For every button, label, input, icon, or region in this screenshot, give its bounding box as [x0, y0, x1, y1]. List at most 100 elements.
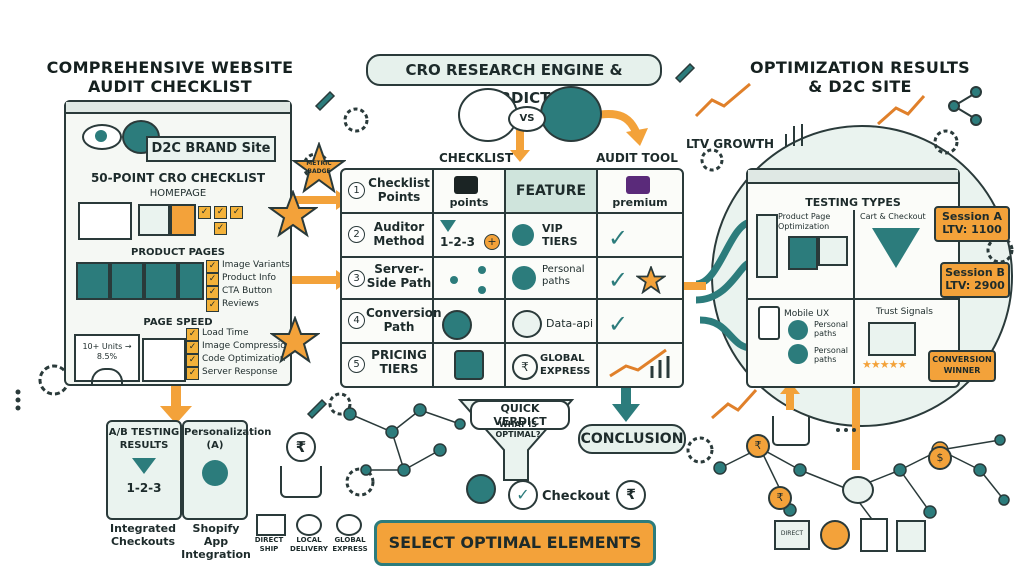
col-checklist-header: CHECKLIST: [438, 151, 514, 165]
gear-icon: [345, 467, 375, 497]
gear-icon: [933, 129, 959, 155]
list-icon: [756, 214, 778, 278]
premium-label: premium: [612, 196, 668, 209]
product-pages-label: PRODUCT PAGES: [131, 247, 225, 258]
row-number: 3: [348, 270, 365, 287]
integrated-checkouts-label: Integrated Checkouts: [110, 522, 176, 548]
points-logo: [454, 176, 478, 194]
checkbox-icon: ✓: [186, 341, 199, 354]
star-icon: [636, 266, 666, 294]
checkbox-icon: ✓: [230, 206, 243, 219]
speedometer-icon: [91, 368, 123, 384]
review-card: [868, 322, 916, 356]
vs-badge: VS: [508, 106, 546, 132]
bike-icon: [296, 514, 322, 536]
right-title: OPTIMIZATION RESULTS & D2C SITE: [740, 58, 980, 96]
select-optimal-button[interactable]: SELECT OPTIMAL ELEMENTS: [374, 520, 656, 566]
feature-cell: Personal paths: [542, 264, 585, 287]
window-titlebar: [66, 102, 290, 114]
trust-signals-label: Trust Signals: [876, 307, 933, 317]
row-label: Server-Side Path: [366, 262, 432, 290]
checkbox-icon: ✓: [186, 367, 199, 380]
product-item: CTA Button: [222, 286, 273, 296]
cro-engine-title: CRO RESEARCH ENGINE & VERDICT: [366, 54, 662, 107]
plane-icon: [336, 514, 362, 536]
ship-label: LOCAL DELIVERY: [290, 536, 328, 553]
personalization-label: Personalization (A): [184, 427, 272, 451]
conclusion-pill: CONCLUSION: [578, 424, 686, 454]
speed-stat-card: 10+ Units → 8.5%: [74, 334, 140, 384]
rocket-icon: [674, 62, 696, 84]
ab-sequence: 1-2-3: [126, 481, 162, 495]
cart-icon: [280, 466, 322, 498]
personal-paths-label: Personal paths: [814, 320, 849, 338]
window-titlebar: [748, 170, 958, 184]
bar-chart-icon: [142, 338, 186, 382]
clipboard-icon: [860, 518, 888, 552]
audit-checklist-window: D2C BRAND Site 50-POINT CRO CHECKLIST HO…: [64, 100, 292, 386]
rupee-icon: ₹: [512, 354, 538, 380]
gear-icon: [343, 107, 369, 133]
checkout-label: Checkout: [542, 489, 611, 504]
homepage-mockup: [170, 204, 196, 236]
left-title-line1: COMPREHENSIVE WEBSITE: [46, 58, 294, 77]
rupee-icon: ₹: [616, 480, 646, 510]
growth-chart-icon: [694, 82, 926, 420]
quick-verdict-label: QUICK VERDICT: [470, 400, 570, 430]
ab-testing-label: A/B TESTING RESULTS: [108, 427, 180, 451]
checkmark-circle-icon: ✓: [508, 480, 538, 510]
globe-icon: [442, 310, 472, 340]
rocket-icon: [314, 90, 336, 112]
speed-item: Server Response: [202, 367, 278, 377]
product-thumb: [110, 262, 144, 300]
funnel-icon: [872, 228, 920, 268]
conversion-winner-badge: CONVERSION WINNER: [928, 350, 996, 382]
rupee-icon: ₹: [286, 432, 316, 462]
homepage-mockup: [138, 204, 170, 236]
sequence-label: 1-2-3: [440, 235, 476, 249]
personalization-card: Personalization (A): [182, 420, 272, 520]
personal-paths-label: Personal paths: [814, 346, 849, 364]
session-b-badge: Session B LTV: 2900: [940, 262, 1010, 298]
speed-item: Code Optimization: [202, 354, 286, 364]
left-title-line2: AUDIT CHECKLIST: [88, 77, 252, 96]
testing-types-label: TESTING TYPES: [805, 196, 901, 209]
growth-chart-icon: [609, 348, 670, 378]
row-label: Checklist Points: [368, 176, 430, 204]
speed-item: Load Time: [202, 328, 249, 338]
add-icon: +: [484, 234, 500, 250]
feature-cell: VIP TIERS: [542, 222, 578, 248]
star-icon: [268, 190, 318, 238]
mobile-icon: [758, 306, 780, 340]
truck-icon: [256, 514, 286, 536]
product-item: Image Variants: [222, 260, 290, 270]
homepage-mockup: [78, 202, 132, 240]
product-image: [788, 236, 818, 270]
speed-item: Image Compression: [202, 341, 292, 351]
brand-site-label: D2C BRAND Site: [146, 136, 276, 162]
share-icon: [948, 86, 982, 126]
eye-icon: [82, 124, 122, 150]
checkbox-icon: ✓: [206, 260, 219, 273]
users-icon: [788, 320, 808, 340]
product-thumb: [144, 262, 178, 300]
check-icon: ✓: [608, 266, 629, 294]
metric-badge-star: [292, 142, 346, 194]
product-thumb: [76, 262, 110, 300]
mobile-ux-label: Mobile UX: [784, 309, 830, 319]
ab-testing-card: A/B TESTING RESULTS 1-2-3: [106, 420, 182, 520]
rupee-icon: ₹: [746, 434, 770, 458]
feature-header: FEATURE: [506, 170, 596, 212]
checkbox-icon: ✓: [206, 299, 219, 312]
points-label: points: [449, 196, 489, 209]
users-icon: [788, 344, 808, 364]
shopify-integration-label: Shopify App Integration: [181, 522, 251, 561]
product-item: Product Info: [222, 273, 277, 283]
checklist-title: 50-POINT CRO CHECKLIST: [90, 171, 266, 185]
direct-label: DIRECT: [780, 530, 804, 537]
metric-badge-label: METRIC BADGE: [306, 160, 332, 175]
homepage-label: HOMEPAGE: [149, 188, 207, 199]
cart-checkout-label: Cart & Checkout: [860, 212, 926, 221]
product-thumb: [178, 262, 204, 300]
product-page-opt-label: Product Page Optimization: [778, 212, 831, 231]
